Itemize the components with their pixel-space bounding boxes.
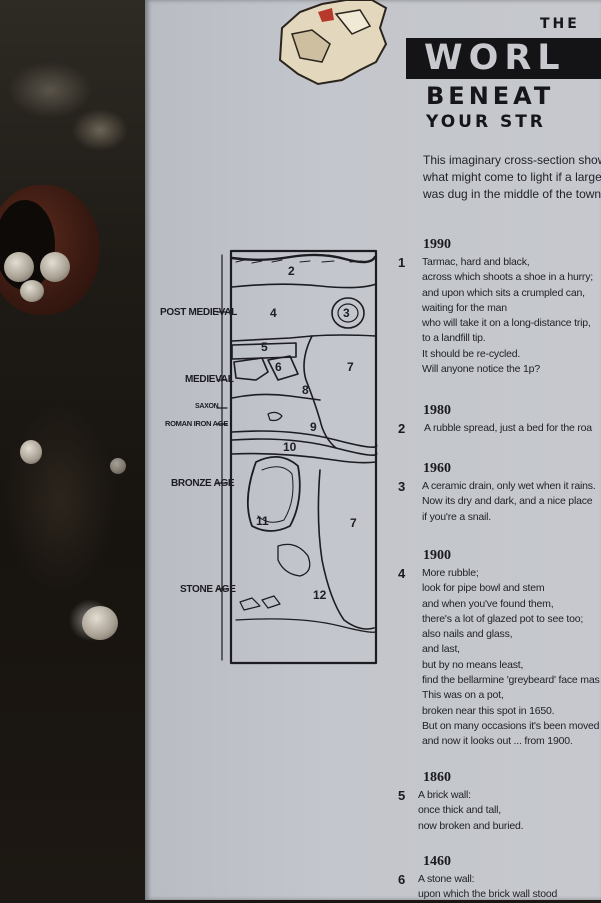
snail-shell [4, 252, 34, 282]
era-roman-iron-age: ROMAN IRON AGE [165, 419, 229, 428]
layer-number: 2 [288, 264, 295, 278]
entry-year: 1460 [423, 854, 451, 869]
entry-line: broken near this spot in 1650. [422, 704, 555, 717]
entry-line: once thick and tall, [418, 804, 501, 817]
entry-line: look for pipe bowl and stem [422, 582, 545, 595]
intro-line: This imaginary cross-section show [423, 153, 601, 167]
era-bronze-age: BRONZE AGE [171, 478, 235, 489]
snail-shell [20, 440, 42, 464]
snail-shell [82, 606, 118, 640]
layer-number: 8 [302, 383, 309, 397]
entry-line: now broken and buried. [418, 819, 524, 832]
intro-line: was dug in the middle of the town. [423, 187, 601, 201]
entry-line: A rubble spread, just a bed for the roa [424, 422, 592, 434]
entry-line: and last, [422, 643, 460, 656]
era-saxon: SAXON [195, 403, 219, 410]
layer-number: 4 [270, 306, 277, 320]
era-medieval: MEDIEVAL [185, 374, 234, 385]
entry-number: 2 [398, 421, 406, 436]
layer-number: 6 [275, 360, 282, 374]
entry-line: also nails and glass, [422, 628, 513, 641]
layer-number: 7 [350, 516, 357, 530]
snail-shell [20, 280, 44, 302]
entry-line: if you're a snail. [422, 510, 492, 523]
entry-line: It should be re-cycled. [422, 347, 521, 360]
entry-number: 4 [398, 566, 406, 581]
entry-number: 6 [398, 872, 406, 887]
entry-line: and when you've found them, [422, 597, 554, 610]
layer-number: 11 [256, 514, 269, 528]
layer-number: 7 [347, 360, 354, 374]
layer-rubble [231, 283, 377, 289]
entry-line: A brick wall: [418, 789, 471, 801]
entry-line: to a landfill tip. [422, 332, 486, 345]
intro-line: what might come to light if a large [423, 170, 601, 184]
entry-line: This was on a pot, [422, 689, 504, 702]
entry-line: who will take it on a long-distance trip… [422, 317, 591, 330]
entry-line: upon which the brick wall stood [418, 888, 558, 901]
snail-shell [40, 252, 70, 282]
entry-year: 1900 [423, 548, 451, 563]
brick-wall [231, 342, 297, 360]
entry-line: but by no means least, [422, 658, 524, 671]
entry-line: waiting for the man [422, 301, 507, 314]
layer-number: 10 [283, 440, 297, 454]
title-your-street: YOUR STR [426, 112, 546, 132]
entry-number: 5 [398, 788, 406, 803]
title-the: THE [540, 16, 580, 32]
entry-line: and now it looks out ... from 1900. [422, 735, 573, 748]
entry-year: 1990 [423, 237, 451, 252]
entry-line: A stone wall: [418, 873, 475, 885]
entry-year: 1960 [423, 461, 451, 476]
stone-wall [233, 357, 269, 381]
era-post-medieval: POST MEDIEVAL [160, 307, 238, 318]
title-world: WORL [424, 38, 566, 78]
entry-line: But on many occasions it's been moved [422, 719, 600, 732]
entry-year: 1860 [423, 770, 451, 785]
entry-line: Tarmac, hard and black, [422, 256, 530, 268]
layer-number: 3 [343, 306, 350, 320]
entry-line: Now its dry and dark, and a nice place [422, 495, 593, 508]
entry-line: across which shoots a shoe in a hurry; [422, 271, 593, 284]
era-stone-age: STONE AGE [180, 584, 236, 595]
snail-shell [110, 458, 126, 474]
drain [331, 297, 365, 329]
intro-paragraph: This imaginary cross-section show what m… [423, 152, 601, 203]
entry-line: find the bellarmine 'greybeard' face mas [422, 674, 600, 687]
entry-year: 1980 [423, 403, 451, 418]
section-frame [229, 249, 378, 665]
entry-line: there's a lot of glazed pot to see too; [422, 612, 584, 625]
pit-feature [246, 456, 301, 532]
entry-line: A ceramic drain, only wet when it rains. [422, 480, 596, 492]
title-beneath: BENEAT [426, 82, 555, 110]
entry-line: and upon which sits a crumpled can, [422, 286, 585, 299]
info-panel [145, 0, 601, 900]
layer-number: 5 [261, 340, 268, 354]
layer-number: 12 [313, 588, 327, 602]
title-bar [406, 38, 601, 79]
layer-number: 9 [310, 420, 317, 434]
layer-tarmac [230, 253, 377, 264]
entry-line: More rubble; [422, 567, 479, 579]
entry-line: Will anyone notice the 1p? [422, 363, 540, 376]
entry-number: 3 [398, 479, 406, 494]
entry-number: 1 [398, 255, 406, 270]
